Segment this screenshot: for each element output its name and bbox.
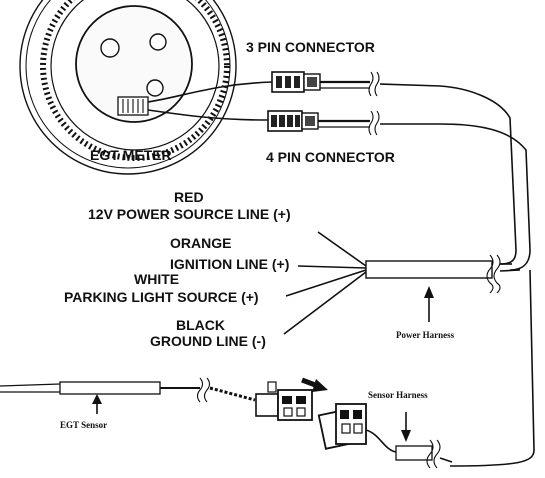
- white-wire-label: WHITE: [134, 271, 179, 287]
- power-source-line-label: 12V POWER SOURCE LINE (+): [88, 206, 291, 222]
- orange-wire-label: ORANGE: [170, 235, 231, 251]
- sensor-plug-connector: [255, 381, 313, 421]
- sensor-harness-label: Sensor Harness: [368, 390, 428, 400]
- egt-meter-label: EGT METER: [90, 147, 172, 163]
- power-harness-label: Power Harness: [396, 330, 455, 340]
- power-harness: [365, 254, 521, 294]
- egt-sensor: [0, 381, 200, 395]
- egt-sensor-label: EGT Sensor: [60, 420, 107, 430]
- three-pin-connector-label: 3 PIN CONNECTOR: [246, 39, 375, 55]
- mount-hole-icon: [100, 38, 120, 58]
- ground-line-label: GROUND LINE (-): [150, 333, 266, 349]
- connect-direction-arrow: [301, 377, 328, 392]
- red-wire-label: RED: [174, 189, 204, 205]
- mount-hole-icon: [146, 79, 164, 97]
- four-pin-connector: [267, 110, 370, 132]
- ignition-line-label: IGNITION LINE (+): [170, 256, 289, 272]
- mount-hole-icon: [149, 33, 167, 51]
- sensor-harness-connector: [317, 403, 397, 453]
- four-pin-connector-label: 4 PIN CONNECTOR: [266, 149, 395, 165]
- egt-meter-gauge: [19, 0, 237, 175]
- black-wire-label: BLACK: [176, 317, 225, 333]
- parking-light-line-label: PARKING LIGHT SOURCE (+): [64, 289, 259, 305]
- three-pin-connector: [271, 71, 370, 93]
